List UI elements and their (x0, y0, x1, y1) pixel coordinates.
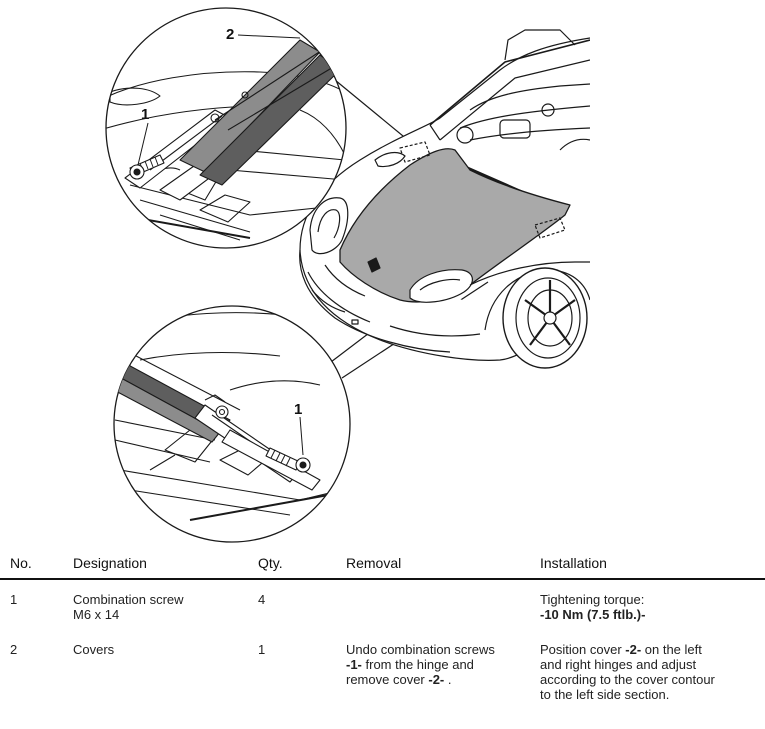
removal-text: . (444, 672, 452, 687)
removal-line: remove cover -2- . (346, 672, 531, 687)
installation-line: Tightening torque: (540, 592, 645, 607)
row-designation: Combination screw M6 x 14 (73, 592, 184, 622)
hood-hinge-drawing: 1 2 (105, 7, 590, 543)
row-number: 1 (10, 592, 18, 607)
table-row: 1 Combination screw M6 x 14 4 Tightening… (0, 580, 765, 630)
installation-line: to the left side section. (540, 687, 670, 702)
installation-line: Position cover -2- on the left (540, 642, 760, 657)
row-designation: Covers (73, 642, 114, 657)
cover-ref: -2- (625, 642, 642, 657)
row-number: 2 (10, 642, 18, 657)
header-designation: Designation (73, 555, 147, 571)
header-no: No. (10, 555, 32, 571)
row-installation: Tightening torque: -10 Nm (7.5 ftlb.)- (540, 592, 760, 622)
designation-line: Combination screw (73, 592, 184, 607)
installation-text: Position cover (540, 642, 626, 657)
detail-circle-top: 1 2 (105, 7, 347, 249)
callout-2: 2 (226, 26, 234, 43)
table-header: No. Designation Qty. Removal Installatio… (0, 548, 765, 580)
parts-table: No. Designation Qty. Removal Installatio… (0, 548, 765, 710)
cover-ref: -2- (428, 672, 445, 687)
designation-line: Covers (73, 642, 115, 657)
technical-illustration: 1 2 (105, 7, 590, 543)
screw-ref: -1- (346, 657, 362, 672)
row-qty: 1 (258, 642, 266, 657)
removal-text: from the hinge and (361, 657, 474, 672)
installation-line: according to the cover contour (540, 672, 715, 687)
header-removal: Removal (346, 555, 402, 571)
torque-value: -10 Nm (7.5 ftlb.)- (540, 607, 646, 622)
removal-line: -1- from the hinge and (346, 657, 531, 672)
removal-text: remove cover (346, 672, 429, 687)
row-removal: Undo combination screws -1- from the hin… (346, 642, 531, 687)
detail-circle-bottom: 1 (113, 305, 351, 543)
table-row: 2 Covers 1 Undo combination screws -1- f… (0, 630, 765, 710)
row-installation: Position cover -2- on the left and right… (540, 642, 760, 702)
designation-line: M6 x 14 (73, 607, 120, 622)
callout-1-bottom: 1 (294, 401, 302, 418)
header-installation: Installation (540, 555, 607, 571)
installation-text: on the left (641, 642, 702, 657)
installation-line: and right hinges and adjust (540, 657, 697, 672)
car-drawing (299, 29, 590, 369)
header-qty: Qty. (258, 555, 283, 571)
row-qty: 4 (258, 592, 266, 607)
removal-line: Undo combination screws (346, 642, 495, 657)
callout-1-top: 1 (141, 106, 149, 123)
hood-panel (339, 148, 571, 303)
